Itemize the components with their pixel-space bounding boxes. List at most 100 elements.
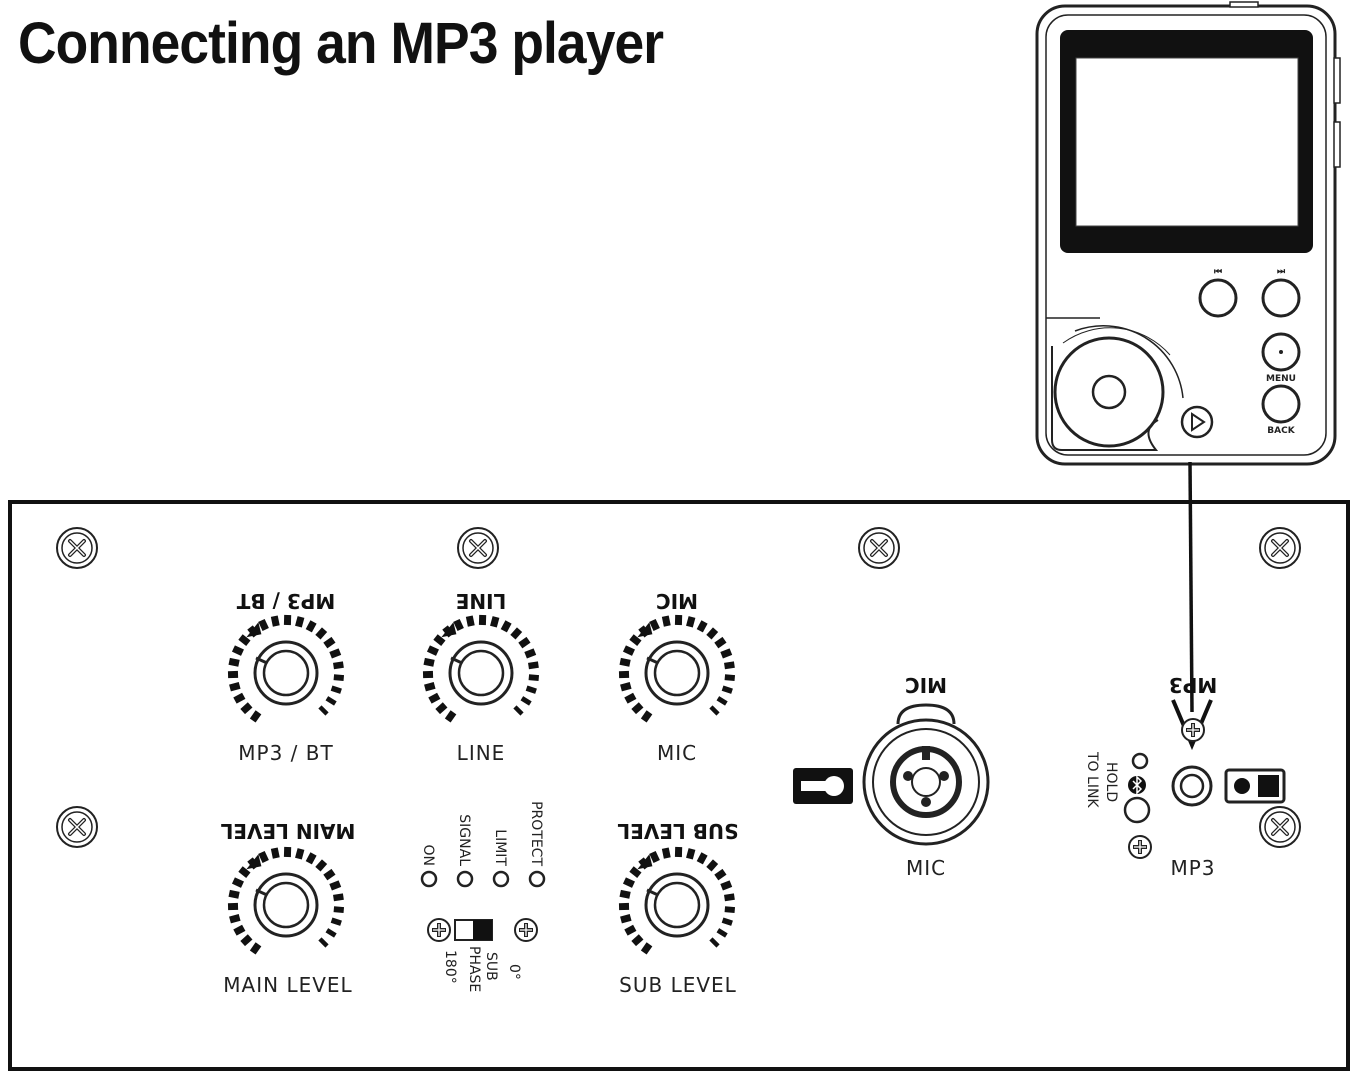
scale-tick	[720, 880, 733, 891]
scale-tick	[724, 906, 736, 914]
scale-tick	[528, 674, 540, 682]
scale-tick	[238, 634, 251, 646]
scale-tick	[240, 934, 253, 947]
scale-tick	[706, 627, 719, 640]
scale-tick	[426, 645, 439, 656]
bt-pair-button[interactable]	[1123, 796, 1151, 824]
scale-tick	[233, 692, 246, 704]
mp3-jack-label: MP3	[1170, 856, 1215, 880]
scale-tick	[624, 692, 637, 704]
led-on	[420, 870, 438, 888]
screw-icon	[55, 805, 99, 849]
scale-tick	[518, 636, 531, 649]
scale-tick	[622, 645, 635, 656]
scale-tick	[315, 859, 328, 872]
scale-tick	[490, 616, 500, 628]
scale-tick	[325, 928, 337, 938]
scale-tick	[631, 934, 644, 947]
mp3-player: ⏮ ⏭ MENU BACK	[1035, 1, 1341, 466]
scale-tick	[465, 615, 475, 627]
phase-label-sub: SUB	[483, 952, 499, 981]
scale-tick	[720, 648, 733, 659]
knob-label-main-level-inverted: MAIN LEVEL	[220, 819, 355, 843]
scale-tick	[721, 917, 733, 926]
scale-tick	[428, 692, 441, 704]
scale-tick	[228, 657, 240, 667]
player-next-button[interactable]	[1261, 278, 1301, 318]
scale-tick	[258, 618, 269, 631]
knob-mp3-bt[interactable]	[227, 614, 345, 723]
scale-tick	[629, 866, 642, 878]
scale-tick	[330, 917, 342, 926]
scale-tick	[231, 877, 244, 888]
scale-tick	[249, 942, 262, 955]
knob-main-level[interactable]	[227, 846, 345, 955]
scale-tick	[323, 868, 336, 881]
led-label-limit: LIMIT	[492, 829, 508, 866]
scale-tick	[510, 627, 523, 640]
knob-label-sub-level-inverted: SUB LEVEL	[617, 819, 738, 843]
scale-tick	[640, 710, 653, 723]
scale-tick	[444, 710, 457, 723]
scale-tick	[249, 710, 262, 723]
scale-tick	[229, 682, 241, 692]
scale-tick	[513, 705, 524, 716]
phase-label-180deg: 180°	[442, 950, 458, 984]
scale-tick	[724, 674, 736, 682]
scale-tick	[333, 661, 344, 670]
knob-label-mic-inverted: MIC	[656, 589, 698, 613]
scale-tick	[686, 616, 696, 628]
scale-tick	[228, 889, 240, 899]
screw-icon	[456, 526, 500, 570]
knob-sub-level[interactable]	[618, 846, 736, 955]
menu-label: MENU	[1266, 374, 1296, 384]
scale-tick	[330, 685, 342, 694]
scale-tick	[716, 928, 728, 938]
scale-tick	[686, 848, 696, 860]
scale-tick	[305, 852, 317, 865]
scale-tick	[315, 627, 328, 640]
led-label-on: ON	[420, 845, 436, 867]
screw-icon	[1258, 805, 1302, 849]
knob-label-sub-level: SUB LEVEL	[619, 973, 737, 997]
status-leds: ON SIGNAL LIMIT PROTECT	[420, 801, 546, 888]
scale-tick	[318, 937, 329, 948]
scale-tick	[435, 702, 448, 715]
scale-tick	[295, 848, 305, 860]
scale-tick	[709, 937, 720, 948]
player-play-button[interactable]	[1180, 405, 1214, 439]
scale-tick	[423, 657, 435, 667]
phase-label-phase: PHASE	[466, 946, 482, 992]
knob-label-mic: MIC	[657, 741, 697, 765]
min-marker-icon	[246, 854, 262, 870]
scale-tick	[709, 705, 720, 716]
player-back-button[interactable]	[1261, 384, 1301, 424]
knob-label-mp3-bt-inverted: MP3 / BT	[236, 589, 335, 613]
min-marker-icon	[637, 854, 653, 870]
connection-arrow	[1171, 461, 1213, 751]
scale-tick	[233, 924, 246, 936]
player-prev-button[interactable]	[1198, 278, 1238, 318]
scale-tick	[631, 702, 644, 715]
scale-tick	[258, 850, 269, 863]
scale-tick	[714, 636, 727, 649]
scale-tick	[270, 615, 280, 627]
screw-icon	[513, 917, 539, 943]
scale-tick	[500, 620, 512, 633]
knob-mic[interactable]	[618, 614, 736, 723]
scale-tick	[295, 616, 305, 628]
screw-icon	[55, 526, 99, 570]
knob-label-main-level: MAIN LEVEL	[223, 973, 352, 997]
scale-tick	[721, 685, 733, 694]
min-marker-icon	[246, 622, 262, 638]
phase-switch-knob[interactable]	[473, 920, 492, 940]
scale-tick	[716, 696, 728, 706]
mic-xlr-jack[interactable]	[793, 703, 990, 846]
to-link-label: TO LINK	[1084, 751, 1100, 808]
knob-line[interactable]	[422, 614, 540, 723]
menu-dot-icon	[1279, 350, 1283, 354]
player-center-button[interactable]	[1091, 374, 1127, 410]
bt-led	[1131, 752, 1149, 770]
scale-tick	[661, 847, 671, 859]
screw-icon	[1180, 717, 1206, 743]
